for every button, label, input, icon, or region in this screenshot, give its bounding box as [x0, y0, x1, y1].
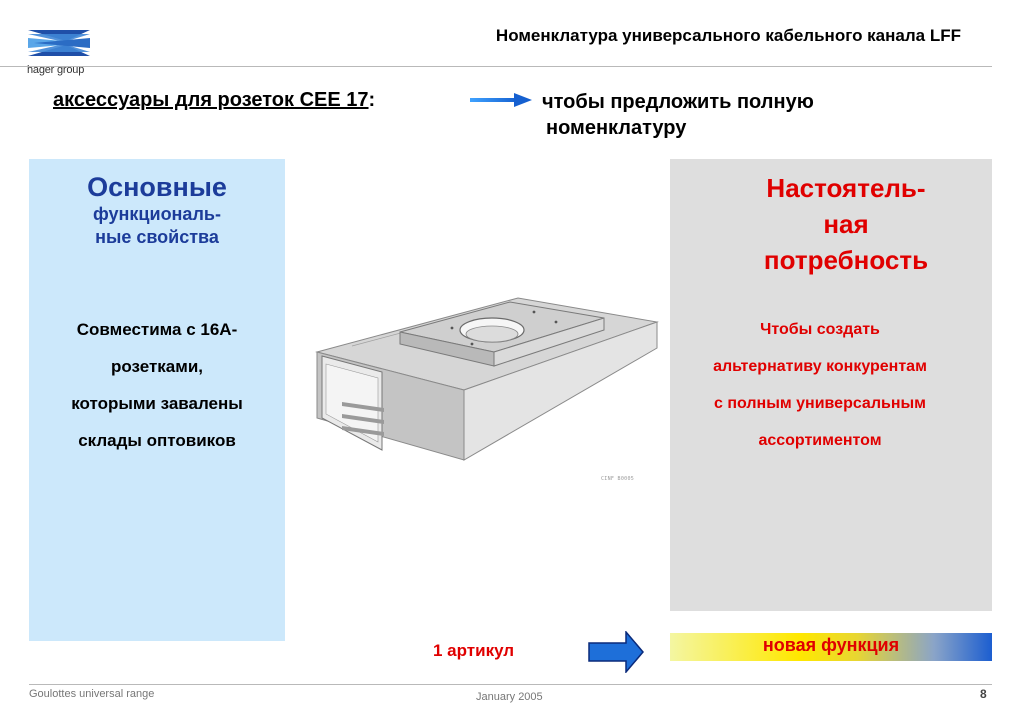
goal-text: чтобы предложить полную номенклатуру — [542, 89, 814, 141]
block-right-arrow-icon — [588, 631, 644, 673]
urgent-need-line: ассортиментом — [758, 432, 882, 449]
accessory-label: аксессуары для розеток CEE 17 — [53, 89, 369, 111]
compatibility-line: Совместима с 16А- — [76, 320, 238, 339]
urgent-need-line: Чтобы создать — [760, 321, 880, 338]
goal-line-2: номенклатуру — [546, 117, 687, 139]
compatibility-line: которыми завалены — [71, 394, 243, 413]
goal-line-1: чтобы предложить полную — [542, 91, 814, 113]
new-function-label: новая функция — [762, 635, 900, 655]
urgent-need-heading: Настоятель- ная потребность — [706, 170, 986, 278]
compatibility-line: склады оптовиков — [78, 431, 236, 450]
slide-title: Номенклатура универсального кабельного к… — [495, 26, 961, 45]
main-features-heading-line-3: ные свойства — [95, 227, 219, 247]
accessory-line: аксессуары для розеток CEE 17: — [53, 89, 375, 112]
footer-divider — [29, 684, 992, 685]
urgent-need-line: с полным универсальным — [713, 395, 926, 412]
main-features-heading-line-2: функциональ- — [93, 204, 221, 224]
footer-range: Goulottes universal range — [29, 688, 155, 700]
footer-date: January 2005 — [476, 691, 543, 703]
hager-logo-icon — [28, 30, 90, 56]
right-arrow-icon — [470, 93, 532, 107]
header-divider — [0, 66, 992, 67]
main-features-panel: Основные функциональ- ные свойства Совме… — [29, 159, 285, 641]
brand-name: hager group — [27, 64, 85, 76]
compatibility-line: розетками, — [110, 357, 204, 376]
urgent-need-heading-line: Настоятель- — [766, 173, 926, 203]
cable-duct-illustration — [315, 297, 659, 461]
product-code: CINF B0005 — [601, 476, 635, 482]
article-count: 1 артикул — [433, 641, 515, 660]
urgent-need-heading-line: ная — [823, 209, 869, 239]
new-function-bar: новая функция — [670, 633, 992, 661]
main-features-heading-line-1: Основные — [87, 172, 227, 202]
accessory-colon: : — [368, 89, 376, 111]
main-features-heading: Основные функциональ- ные свойства — [29, 171, 285, 249]
page-number: 8 — [980, 687, 987, 701]
urgent-need-panel: Настоятель- ная потребность Чтобы создат… — [670, 159, 992, 611]
urgent-need-heading-line: потребность — [763, 245, 929, 275]
urgent-need-line: альтернативу конкурентам — [713, 358, 927, 375]
compatibility-text: Совместима с 16А- розетками, которыми за… — [29, 311, 285, 459]
urgent-need-text: Чтобы создать альтернативу конкурентам с… — [670, 311, 970, 459]
